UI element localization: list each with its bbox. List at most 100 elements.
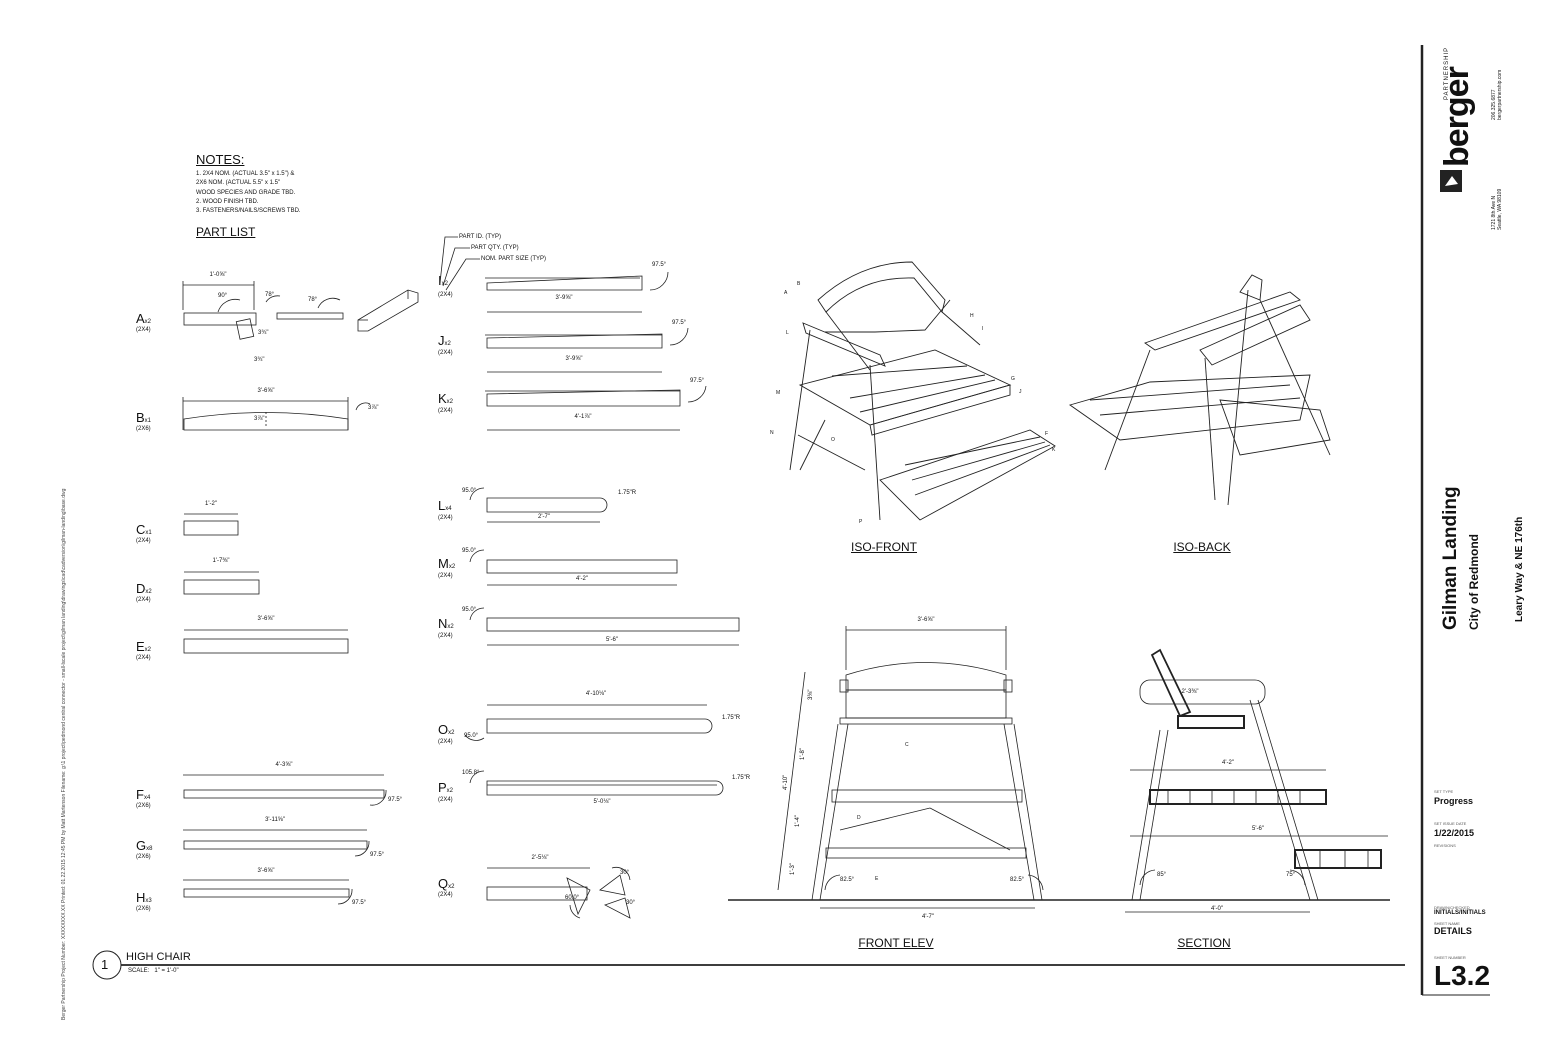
part-label-m: Mx2: [438, 556, 456, 571]
note-line: 1. 2X4 NOM. (ACTUAL 3.5" x 1.5") &: [196, 171, 295, 177]
callout-b: B: [797, 281, 801, 287]
section-angle-left: 85°: [1157, 872, 1167, 878]
part-label-f: Fx4: [136, 787, 151, 802]
callout-m: M: [776, 390, 781, 396]
part-size-o: (2X4): [438, 739, 453, 745]
project-client: City of Redmond: [1467, 534, 1481, 630]
front-mid: 1'-4": [795, 815, 801, 827]
dim-q-angle: 30°: [620, 870, 630, 876]
front-seat: 1'-8": [800, 748, 806, 760]
legend-part-qty: PART QTY. (TYP): [471, 245, 519, 251]
dim-f-length: 4'-3⅝": [275, 762, 293, 768]
callout-f: F: [1045, 431, 1049, 437]
part-size-c: (2X4): [136, 538, 151, 544]
part-label-n: Nx2: [438, 616, 454, 631]
part-k-drawing: [485, 385, 707, 431]
legend-part-size: NOM. PART SIZE (TYP): [481, 256, 547, 262]
drawn-label: DRAWN/CHECKED: [1434, 905, 1470, 910]
firm-web: bergerpartnership.com: [1497, 69, 1503, 120]
callout-d: D: [857, 815, 861, 821]
sheet-number-label: SHEET NUMBER: [1434, 955, 1466, 960]
dim-a-angle: 78°: [265, 292, 275, 298]
note-line: 2X6 NOM. (ACTUAL 5.5" x 1.5": [196, 180, 281, 187]
detail-number: 1: [101, 957, 109, 972]
part-size-b: (2X6): [136, 426, 151, 432]
part-size-m: (2X4): [438, 573, 453, 579]
part-q-drawing: [486, 867, 631, 919]
front-top-offset: 3⅜": [808, 689, 814, 700]
front-angle-left: 82.5°: [840, 877, 855, 883]
dim-q-length: 2'-5⅛": [531, 855, 549, 861]
front-width-top: 3'-6⅝": [917, 617, 935, 623]
set-type-label: SET TYPE: [1434, 789, 1454, 794]
part-label-j: Jx2: [438, 333, 451, 348]
part-label-l: Lx4: [438, 498, 452, 513]
section-drawing: [1125, 648, 1388, 913]
notes-title: NOTES:: [196, 152, 245, 167]
part-list-title: PART LIST: [196, 225, 256, 239]
callout-e: E: [875, 876, 879, 882]
dim-o-radius: 1.75"R: [722, 715, 741, 721]
dim-i-angle: 97.5°: [652, 262, 667, 268]
part-o-drawing: [464, 704, 713, 741]
dim-k-angle: 97.5°: [690, 378, 705, 384]
front-elev-title: FRONT ELEV: [858, 936, 934, 950]
part-label-h: Hx3: [136, 890, 152, 905]
part-label-b: Bx1: [136, 410, 152, 425]
dim-h-length: 3'-6⅝": [257, 868, 275, 874]
dim-h-angle: 97.5°: [352, 900, 367, 906]
callout-g: G: [1011, 376, 1015, 382]
part-g-drawing: [183, 829, 370, 857]
part-a-drawing: [182, 281, 419, 340]
part-size-p: (2X4): [438, 797, 453, 803]
part-size-f: (2X6): [136, 803, 151, 809]
part-label-c: Cx1: [136, 522, 152, 537]
dim-j-angle: 97.5°: [672, 320, 687, 326]
file-path-stamp: Berger Partnership Project Number: XXXXX…: [61, 488, 67, 1020]
dim-a-depth: 3¾": [258, 330, 269, 336]
legend-part-id: PART ID. (TYP): [459, 234, 502, 240]
dim-l-angle: 95.0°: [462, 488, 477, 494]
dim-l-radius: 1.75"R: [618, 490, 637, 496]
part-c-drawing: [183, 520, 239, 536]
front-angle-right: 82.5°: [1010, 877, 1025, 883]
part-l-drawing: [469, 487, 608, 523]
part-size-d: (2X4): [136, 597, 151, 603]
part-label-g: Gx8: [136, 838, 153, 853]
part-e-drawing: [183, 638, 349, 654]
dim-b-rise: 3⅞": [254, 416, 265, 422]
dim-g-length: 3'-11⅝": [265, 817, 285, 823]
callout-l: L: [786, 330, 789, 336]
part-size-e: (2X4): [136, 655, 151, 661]
part-size-n: (2X4): [438, 633, 453, 639]
revisions-label: REVISIONS: [1434, 843, 1456, 848]
dim-m-length: 4'-2": [576, 576, 588, 582]
callout-j: J: [1019, 389, 1022, 395]
part-n-drawing: [469, 607, 740, 646]
dim-n-angle: 95.0°: [462, 607, 477, 613]
note-line: WOOD SPECIES AND GRADE TBD.: [196, 189, 296, 196]
dim-a-depth: 3¾": [254, 357, 265, 363]
sheet-number: L3.2: [1434, 960, 1491, 991]
section-angle-right: 75°: [1286, 872, 1296, 878]
callout-i: I: [982, 326, 984, 332]
callout-o: O: [831, 437, 835, 443]
callout-k: K: [1052, 447, 1056, 453]
iso-back-drawing: [1068, 274, 1331, 506]
part-size-l: (2X4): [438, 515, 453, 521]
dim-p-length: 5'-0⅛": [593, 799, 611, 805]
part-label-p: Px2: [438, 780, 454, 795]
dim-o-angle: 95.0°: [464, 733, 479, 739]
dim-d-length: 1'-7⅜": [212, 558, 230, 564]
iso-front-drawing: [789, 261, 1056, 521]
section-low-depth: 5'-6": [1252, 826, 1264, 832]
dim-o-length: 4'-10⅛": [585, 691, 607, 697]
part-size-g: (2X6): [136, 854, 151, 860]
front-elev-drawing: [777, 626, 1044, 909]
front-height: 4'-10": [783, 774, 789, 790]
note-line: 3. FASTENERS/NAILS/SCREWS TBD.: [196, 208, 301, 215]
section-seat-depth: 2'-3⅜": [1181, 689, 1199, 695]
part-m-drawing: [469, 549, 678, 586]
part-size-k: (2X4): [438, 408, 453, 414]
